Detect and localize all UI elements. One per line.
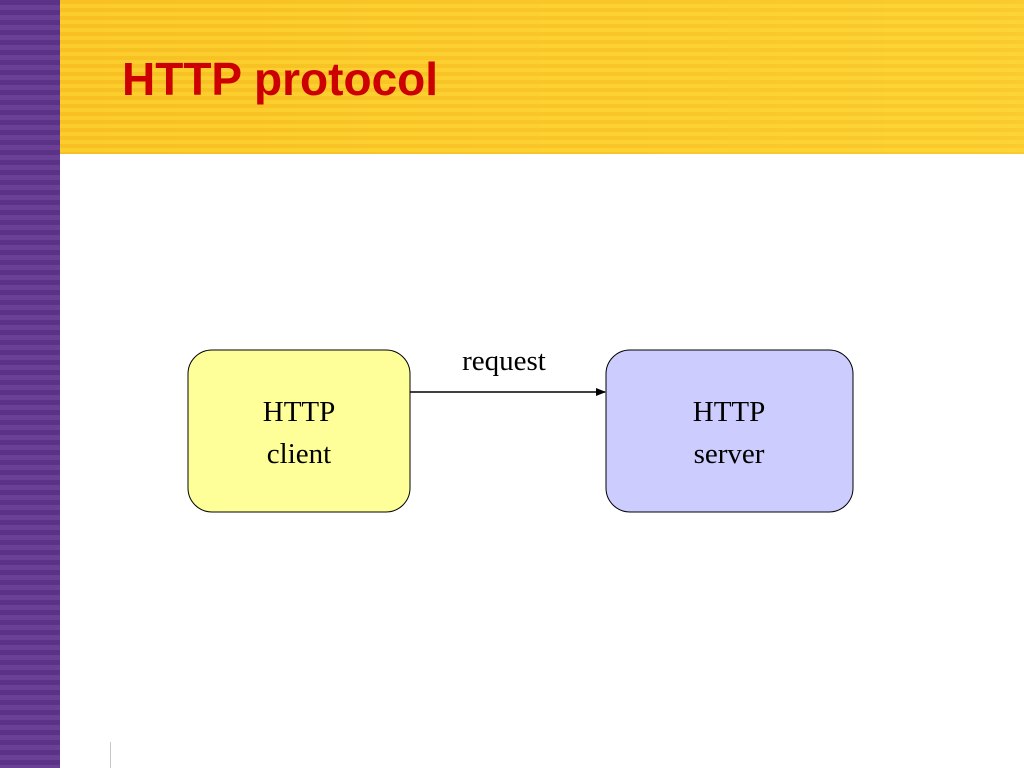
node-http-server-line-2: server (694, 438, 765, 470)
node-http-server-line-1: HTTP (693, 396, 766, 428)
node-http-client-line-1: HTTP (263, 396, 336, 428)
edge-client-server: request (410, 345, 606, 396)
left-decorative-bar (0, 0, 60, 768)
edge-label-request: request (462, 345, 546, 377)
node-http-client-line-2: client (267, 438, 331, 470)
node-http-client-box (187, 349, 411, 513)
slide-title: HTTP protocol (122, 53, 439, 105)
footer-divider (110, 742, 111, 768)
title-band (60, 0, 1024, 154)
node-http-server-box (605, 349, 854, 513)
node-http-server: HTTP server (605, 349, 854, 513)
node-http-client: HTTP client (187, 349, 411, 513)
